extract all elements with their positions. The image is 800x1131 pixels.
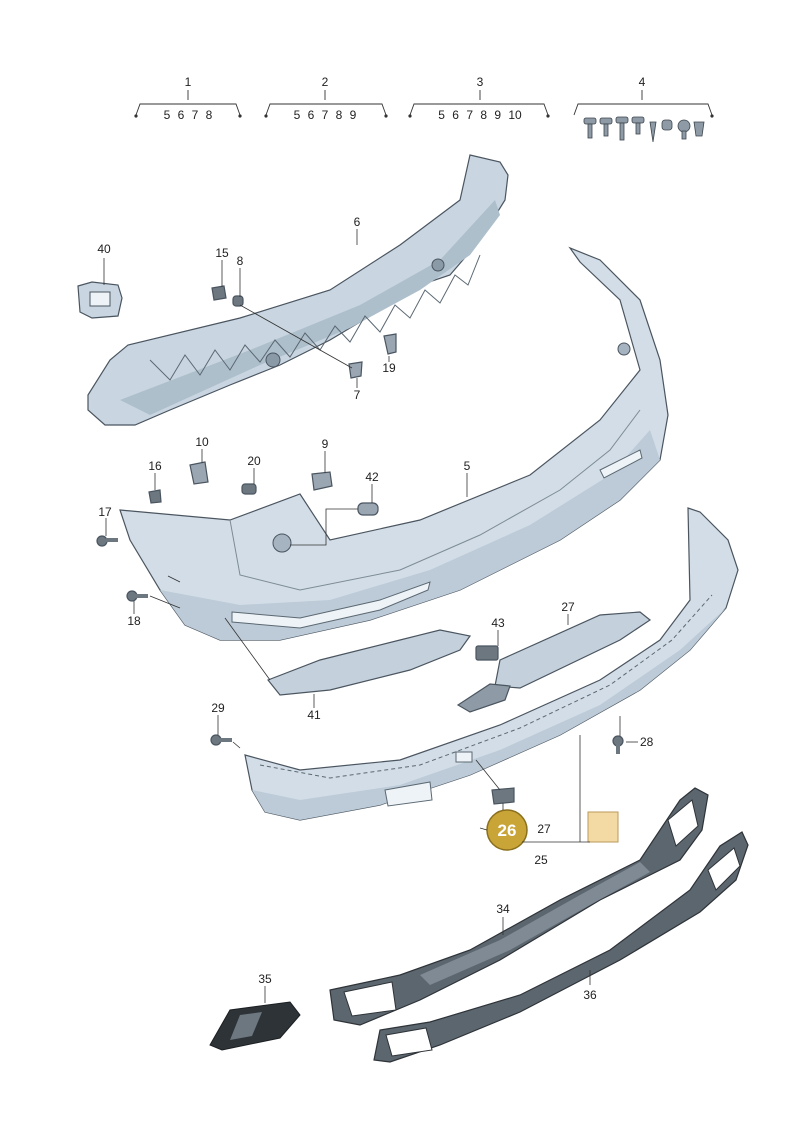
group-header-1: 1 5 6 7 8 xyxy=(134,75,242,122)
callout-36: 36 xyxy=(583,988,597,1002)
callout-16: 16 xyxy=(148,459,162,473)
group-items: 5 6 7 8 9 xyxy=(294,108,357,122)
nut-part-15 xyxy=(211,285,227,301)
clip-part-43 xyxy=(475,645,499,661)
callout-40: 40 xyxy=(97,242,111,256)
callout-19: 19 xyxy=(382,361,396,375)
callout-42: 42 xyxy=(365,470,379,484)
exhaust-frame-part-36 xyxy=(373,831,749,1063)
exhaust-frame-part-34 xyxy=(329,787,709,1026)
screw-part-29 xyxy=(210,734,232,746)
group-items: 5 6 7 8 9 10 xyxy=(438,108,522,122)
clip-part-16 xyxy=(148,489,162,504)
callout-35: 35 xyxy=(258,972,272,986)
clip-part-19 xyxy=(383,333,397,355)
reinforcement-bar-part-6 xyxy=(87,154,509,426)
sensor-part-42 xyxy=(357,502,379,516)
group-number: 3 xyxy=(477,75,484,89)
group-header-3: 3 5 6 7 8 9 10 xyxy=(408,75,550,122)
clip-part-7 xyxy=(348,361,363,379)
leader-lines xyxy=(103,229,638,1003)
grommet-part-20 xyxy=(241,483,257,495)
callout-7: 7 xyxy=(354,388,361,402)
callout-17: 17 xyxy=(98,505,112,519)
screw-part-17 xyxy=(96,535,118,547)
group-number: 4 xyxy=(639,75,646,89)
callout-25: 25 xyxy=(534,853,548,867)
callout-15: 15 xyxy=(215,246,229,260)
callout-8: 8 xyxy=(237,254,244,268)
nut-part-8 xyxy=(232,295,244,307)
callout-41: 41 xyxy=(307,708,321,722)
clip-part-9 xyxy=(311,471,333,491)
callout-43: 43 xyxy=(491,616,505,630)
callout-18: 18 xyxy=(127,614,141,628)
callout-9: 9 xyxy=(322,437,329,451)
screw-part-28 xyxy=(612,735,624,754)
callout-20: 20 xyxy=(247,454,261,468)
mounting-rail-part-27 xyxy=(456,611,652,713)
callout-27-upper: 27 xyxy=(561,600,575,614)
badge-number: 26 xyxy=(498,821,517,840)
group-number: 1 xyxy=(185,75,192,89)
diffuser-part-26 xyxy=(244,507,739,821)
bumper-cover-part-5 xyxy=(119,246,669,641)
callout-29: 29 xyxy=(211,701,225,715)
callout-labels: 40 15 8 6 19 7 10 9 20 16 42 5 17 18 43 … xyxy=(97,215,653,1002)
callout-34: 34 xyxy=(496,902,510,916)
trim-strip-part-41 xyxy=(267,629,472,696)
bracket-part-27-lower xyxy=(491,787,515,805)
callout-27-lower: 27 xyxy=(537,822,551,836)
bracket-part-10 xyxy=(189,461,209,485)
group-header-2: 2 5 6 7 8 9 xyxy=(264,75,388,122)
exhaust-tip-part-35 xyxy=(209,1001,301,1051)
callout-10: 10 xyxy=(195,435,209,449)
callout-5: 5 xyxy=(464,459,471,473)
badge-26[interactable]: 26 xyxy=(486,809,528,851)
fastener-icons xyxy=(583,116,705,143)
bracket-part-40 xyxy=(77,281,123,319)
screw-part-18 xyxy=(126,590,148,602)
callout-6: 6 xyxy=(354,215,361,229)
color-swatch xyxy=(587,811,619,843)
group-items: 5 6 7 8 xyxy=(164,108,213,122)
group-header-4: 4 xyxy=(573,75,714,143)
callout-28: 28 xyxy=(640,735,654,749)
group-number: 2 xyxy=(322,75,329,89)
